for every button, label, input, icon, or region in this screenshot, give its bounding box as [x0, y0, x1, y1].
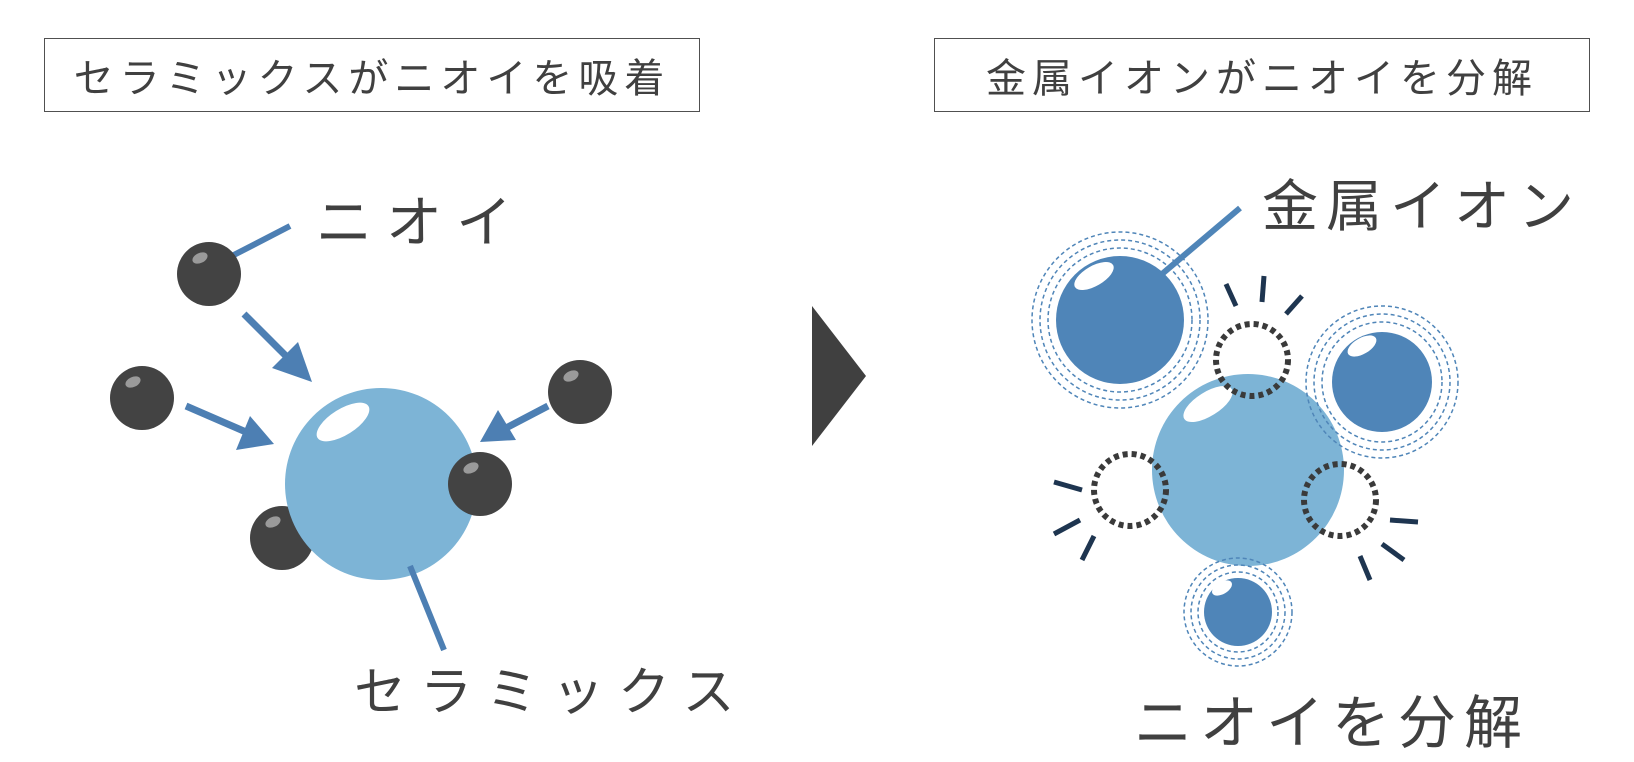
- odor-ball-right: [548, 360, 612, 424]
- burst-lines-right: [1360, 520, 1418, 580]
- decompose-label: ニオイを分解: [1134, 676, 1530, 760]
- burst-lines-top: [1226, 276, 1302, 314]
- next-step-arrow: [812, 306, 866, 446]
- arrow-left: [186, 406, 274, 450]
- ceramics-leader-line: [410, 566, 444, 650]
- odor-label: ニオイ: [316, 178, 526, 259]
- metal-ion-leader-line: [1162, 208, 1240, 274]
- arrow-right: [480, 406, 548, 442]
- odor-leader-line: [228, 226, 290, 258]
- metal-ion-label: 金属イオン: [1262, 162, 1582, 243]
- arrow-top: [244, 314, 312, 382]
- odor-ball-attached: [448, 452, 512, 516]
- odor-ball-top: [177, 242, 241, 306]
- ceramics-label: セラミックス: [354, 650, 748, 725]
- metal-ion-small: [1184, 558, 1292, 666]
- odor-ball-left: [110, 366, 174, 430]
- burst-lines-left: [1054, 482, 1094, 560]
